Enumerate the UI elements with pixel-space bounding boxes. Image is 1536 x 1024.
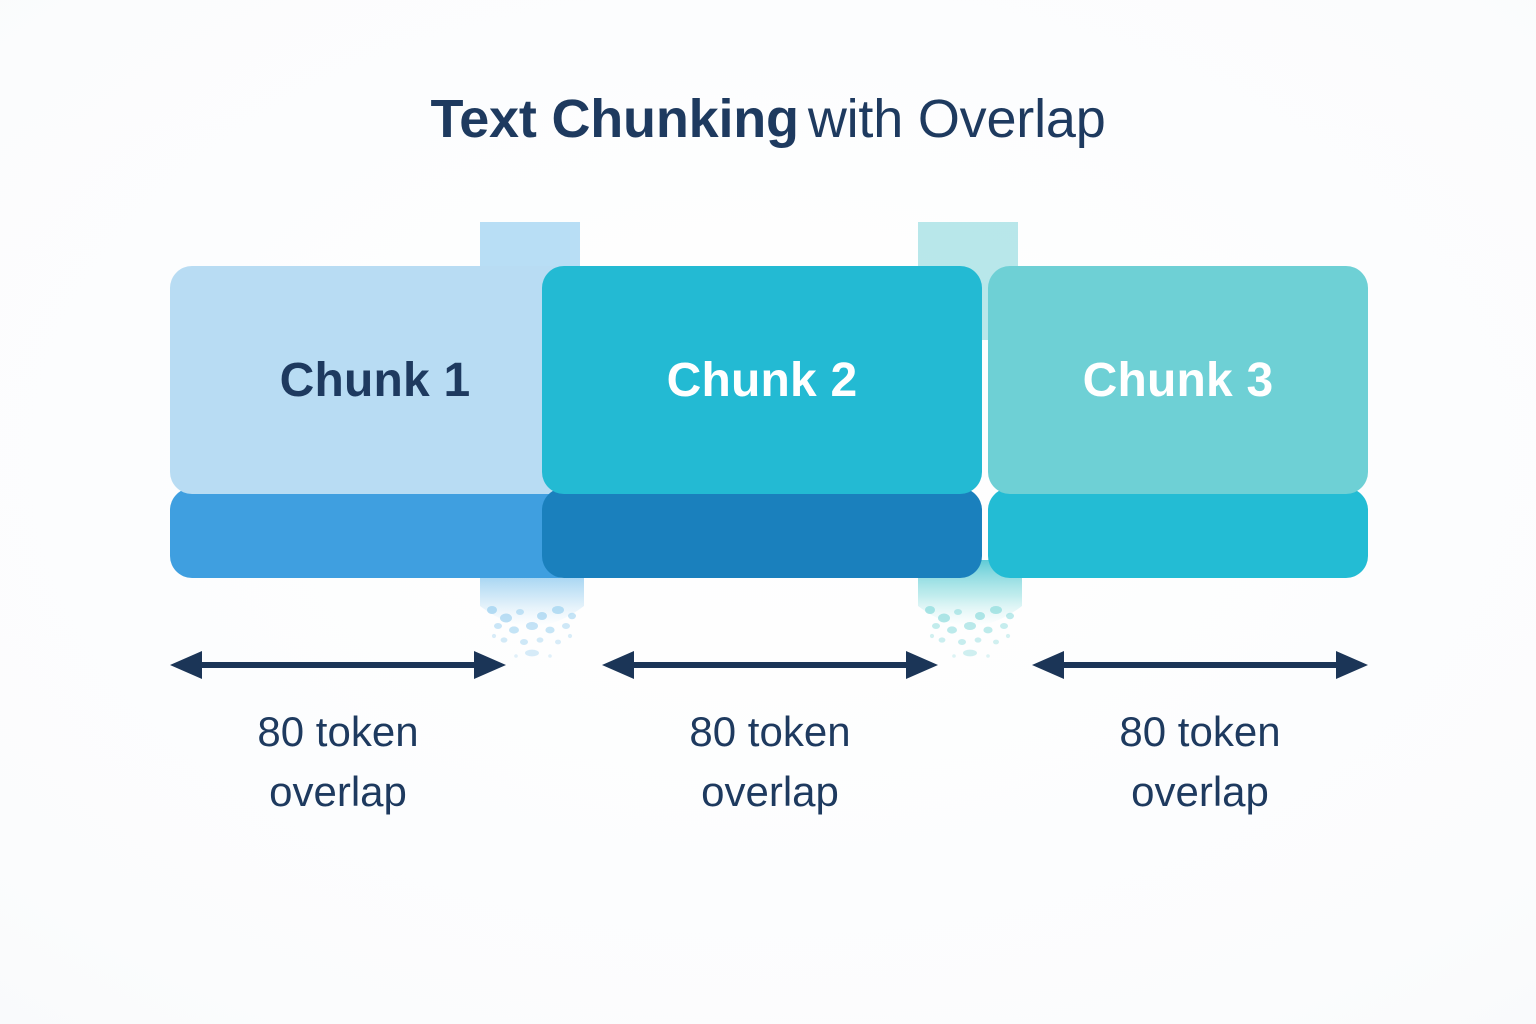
chunk-block-3[interactable]: Chunk 3 — [988, 266, 1368, 578]
overlap-caption-3: 80 token overlap — [1119, 708, 1281, 815]
chunk-1-body: Chunk 1 — [170, 266, 580, 494]
chunk-block-2[interactable]: Chunk 2 — [542, 266, 982, 578]
title-light: with Overlap — [807, 89, 1106, 149]
overlap-caption-2: 80 token overlap — [689, 708, 851, 815]
chunk-2-label: Chunk 2 — [666, 353, 858, 407]
chunk-3-label: Chunk 3 — [1082, 353, 1274, 407]
overlap-arrow-1 — [168, 648, 508, 682]
overlap-arrow-3 — [1030, 648, 1370, 682]
overlap-caption-1: 80 token overlap — [257, 708, 419, 815]
chunk-3-overlap-band — [988, 488, 1368, 578]
title-strong: Text Chunking — [430, 89, 799, 149]
chunk-2-overlap-band — [542, 488, 982, 578]
chunk-2-body: Chunk 2 — [542, 266, 982, 494]
chunk-block-1[interactable]: Chunk 1 — [170, 266, 580, 578]
overlap-arrow-2 — [600, 648, 940, 682]
chunk-3-body: Chunk 3 — [988, 266, 1368, 494]
chunk-1-overlap-band — [170, 488, 580, 578]
chunk-1-label: Chunk 1 — [279, 353, 471, 407]
